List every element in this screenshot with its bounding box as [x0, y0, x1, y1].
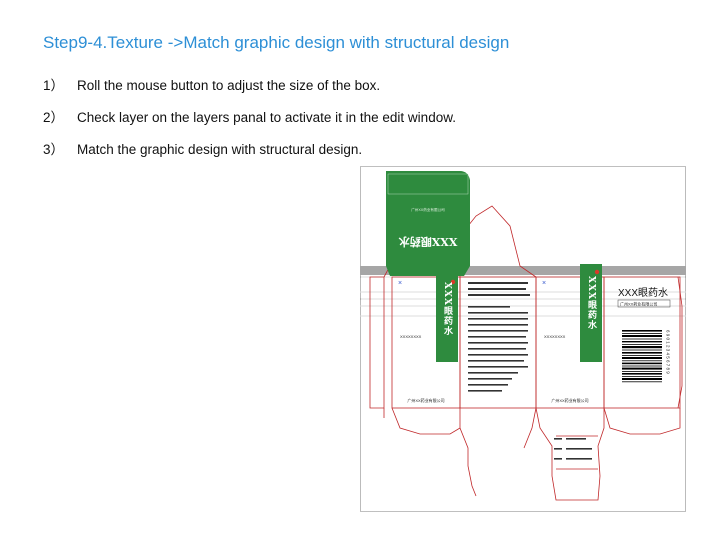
- barcode-digits: 6 9 0 1 2 3 4 5 6 7 8 9: [666, 330, 671, 374]
- product-name: XXX眼药水: [618, 287, 668, 299]
- left-panel-label: XXXXXXXX: [400, 334, 422, 339]
- step-3-number: 3）: [43, 142, 65, 157]
- green-strip-left: [436, 274, 458, 362]
- step-2-text: Check layer on the layers panal to activ…: [77, 110, 456, 125]
- step-3-text: Match the graphic design with structural…: [77, 142, 363, 157]
- step-2-number: 2）: [43, 110, 65, 125]
- company-box: [617, 299, 671, 308]
- footer-company-right: 广州XX药业有限公司: [551, 397, 588, 403]
- step-1-text: Roll the mouse button to adjust the size…: [77, 78, 381, 93]
- right-strip-brand: XXX眼药水: [586, 276, 597, 330]
- instruction-text-block: [468, 282, 530, 392]
- strip-mark: [450, 279, 456, 285]
- reg-mark: ×: [398, 280, 402, 287]
- step-2: 2） Check layer on the layers panal to act…: [43, 106, 456, 126]
- reg-mark: ×: [542, 280, 546, 287]
- box-dieline-artwork: 广州XX药业有限公司 XXX眼药水 XXX眼药水 XXX眼药水 × × XXXX…: [360, 166, 686, 512]
- flap-tab: [386, 266, 470, 276]
- company-name-box: 广州XX药业有限公司: [620, 301, 657, 307]
- spec-lines: [554, 438, 592, 460]
- footer-company-left: 广州XX药业有限公司: [407, 397, 444, 403]
- page-title: Step9-4.Texture ->Match graphic design w…: [43, 33, 510, 52]
- left-strip-brand: XXX眼药水: [442, 282, 453, 336]
- green-strip-right: [580, 264, 602, 362]
- flap-stripe: [387, 173, 469, 195]
- barcode: [622, 330, 662, 383]
- top-green-flap: [386, 171, 470, 266]
- mid-panel-label: XXXXXXXX: [544, 334, 566, 339]
- step-1-number: 1）: [43, 78, 65, 93]
- step-1: 1） Roll the mouse button to adjust the si…: [43, 74, 380, 94]
- strip-mark: [594, 269, 600, 275]
- packaging-canvas[interactable]: 广州XX药业有限公司 XXX眼药水 XXX眼药水 XXX眼药水 × × XXXX…: [360, 166, 686, 512]
- gray-band: [360, 266, 686, 275]
- flap-small-text: 广州XX药业有限公司: [411, 207, 445, 212]
- flap-brand-text: XXX眼药水: [398, 235, 458, 249]
- step-3: 3） Match the graphic design with structur…: [43, 138, 362, 158]
